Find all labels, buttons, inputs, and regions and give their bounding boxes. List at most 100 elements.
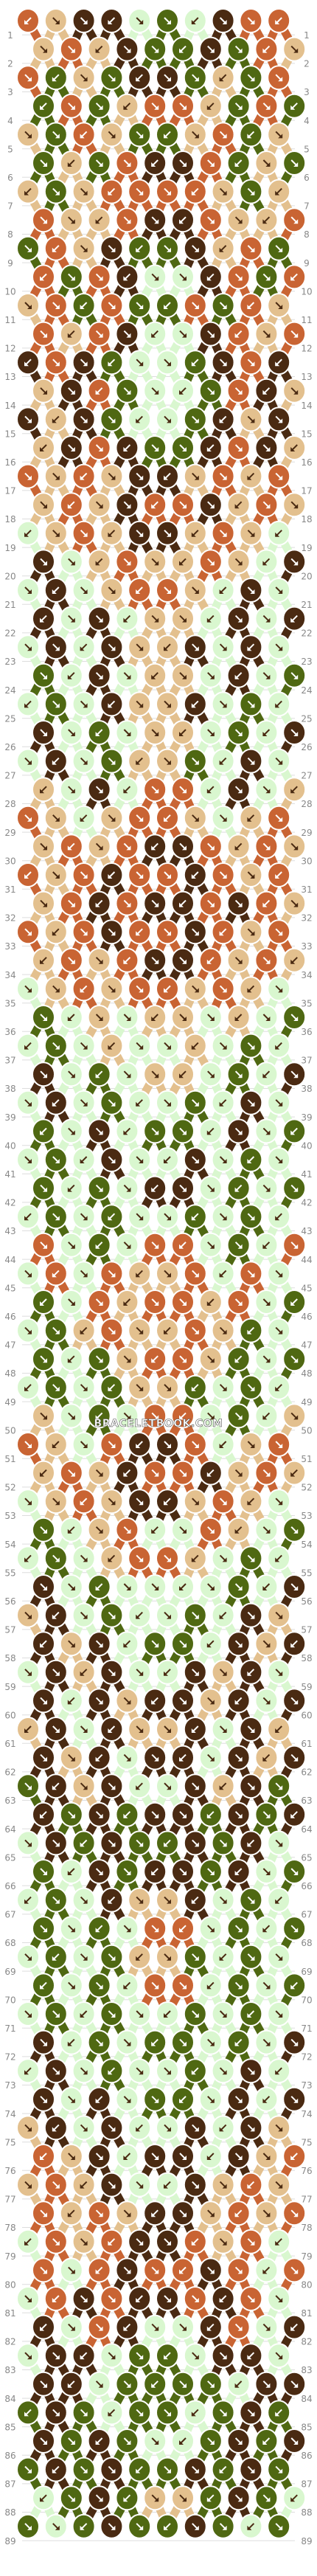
knot[interactable] <box>100 862 124 887</box>
knot[interactable] <box>267 1374 291 1400</box>
knot[interactable] <box>198 1745 223 1770</box>
knot[interactable] <box>72 634 96 660</box>
knot[interactable] <box>59 1631 83 1657</box>
knot[interactable] <box>211 8 235 33</box>
knot[interactable] <box>198 2144 223 2169</box>
knot[interactable] <box>43 1602 68 1628</box>
knot[interactable] <box>267 2229 291 2254</box>
knot[interactable] <box>43 1374 68 1400</box>
knot[interactable] <box>59 1460 83 1486</box>
knot[interactable] <box>226 1688 251 1714</box>
knot[interactable] <box>16 2229 40 2254</box>
knot[interactable] <box>211 1090 235 1115</box>
knot[interactable] <box>72 1773 96 1799</box>
knot[interactable] <box>239 748 263 774</box>
knot[interactable] <box>282 1517 307 1543</box>
knot[interactable] <box>72 1545 96 1571</box>
knot[interactable] <box>16 1717 40 1742</box>
knot[interactable] <box>282 36 307 62</box>
knot[interactable] <box>183 919 207 945</box>
knot[interactable] <box>100 1204 124 1230</box>
knot[interactable] <box>100 179 124 204</box>
knot[interactable] <box>239 179 263 204</box>
knot[interactable] <box>254 1745 279 1770</box>
knot[interactable] <box>282 1745 307 1770</box>
knot[interactable] <box>226 606 251 631</box>
knot[interactable] <box>43 2058 68 2084</box>
knot[interactable] <box>171 93 195 119</box>
knot[interactable] <box>171 1973 195 1998</box>
knot[interactable] <box>254 2029 279 2055</box>
knot[interactable] <box>72 2115 96 2141</box>
knot[interactable] <box>100 2001 124 2026</box>
knot[interactable] <box>143 93 167 119</box>
knot[interactable] <box>239 235 263 261</box>
knot[interactable] <box>115 36 139 62</box>
knot[interactable] <box>59 1517 83 1543</box>
knot[interactable] <box>115 207 139 233</box>
knot[interactable] <box>198 1688 223 1714</box>
knot[interactable] <box>254 36 279 62</box>
knot[interactable] <box>143 1745 167 1770</box>
knot[interactable] <box>267 634 291 660</box>
knot[interactable] <box>128 862 152 887</box>
knot[interactable] <box>198 1574 223 1599</box>
knot[interactable] <box>254 1631 279 1657</box>
knot[interactable] <box>100 1830 124 1856</box>
knot[interactable] <box>59 777 83 803</box>
knot[interactable] <box>100 805 124 831</box>
knot[interactable] <box>100 463 124 489</box>
knot[interactable] <box>16 2058 40 2084</box>
knot[interactable] <box>239 1717 263 1742</box>
knot[interactable] <box>156 1261 179 1287</box>
knot[interactable] <box>211 1830 235 1856</box>
knot[interactable] <box>211 691 235 717</box>
knot[interactable] <box>72 122 96 148</box>
knot[interactable] <box>282 1631 307 1657</box>
knot[interactable] <box>226 947 251 973</box>
knot[interactable] <box>87 1688 111 1714</box>
knot[interactable] <box>115 1062 139 1087</box>
knot[interactable] <box>239 976 263 1002</box>
knot[interactable] <box>87 150 111 176</box>
knot[interactable] <box>267 350 291 375</box>
knot[interactable] <box>183 179 207 204</box>
knot[interactable] <box>59 2201 83 2226</box>
knot[interactable] <box>115 1232 139 1258</box>
knot[interactable] <box>100 1773 124 1799</box>
knot[interactable] <box>239 1432 263 1457</box>
knot[interactable] <box>43 2229 68 2254</box>
knot[interactable] <box>211 65 235 91</box>
knot[interactable] <box>100 1489 124 1514</box>
knot[interactable] <box>226 2257 251 2283</box>
knot[interactable] <box>128 406 152 432</box>
knot[interactable] <box>59 207 83 233</box>
knot[interactable] <box>43 1204 68 1230</box>
knot[interactable] <box>100 520 124 546</box>
knot[interactable] <box>115 492 139 518</box>
knot[interactable] <box>211 1659 235 1685</box>
knot[interactable] <box>282 378 307 404</box>
knot[interactable] <box>115 264 139 290</box>
knot[interactable] <box>254 777 279 803</box>
knot[interactable] <box>100 1432 124 1457</box>
knot[interactable] <box>43 293 68 318</box>
knot[interactable] <box>226 1289 251 1315</box>
knot[interactable] <box>226 1346 251 1372</box>
knot[interactable] <box>171 207 195 233</box>
knot[interactable] <box>72 1602 96 1628</box>
knot[interactable] <box>183 2058 207 2084</box>
knot[interactable] <box>226 1403 251 1429</box>
knot[interactable] <box>72 2058 96 2084</box>
knot[interactable] <box>43 179 68 204</box>
knot[interactable] <box>72 520 96 546</box>
knot[interactable] <box>128 2229 152 2254</box>
knot[interactable] <box>115 1859 139 1884</box>
knot[interactable] <box>100 293 124 318</box>
knot[interactable] <box>115 321 139 347</box>
knot[interactable] <box>115 720 139 745</box>
knot[interactable] <box>211 2001 235 2026</box>
knot[interactable] <box>32 1574 55 1599</box>
knot[interactable] <box>87 93 111 119</box>
knot[interactable] <box>115 549 139 575</box>
